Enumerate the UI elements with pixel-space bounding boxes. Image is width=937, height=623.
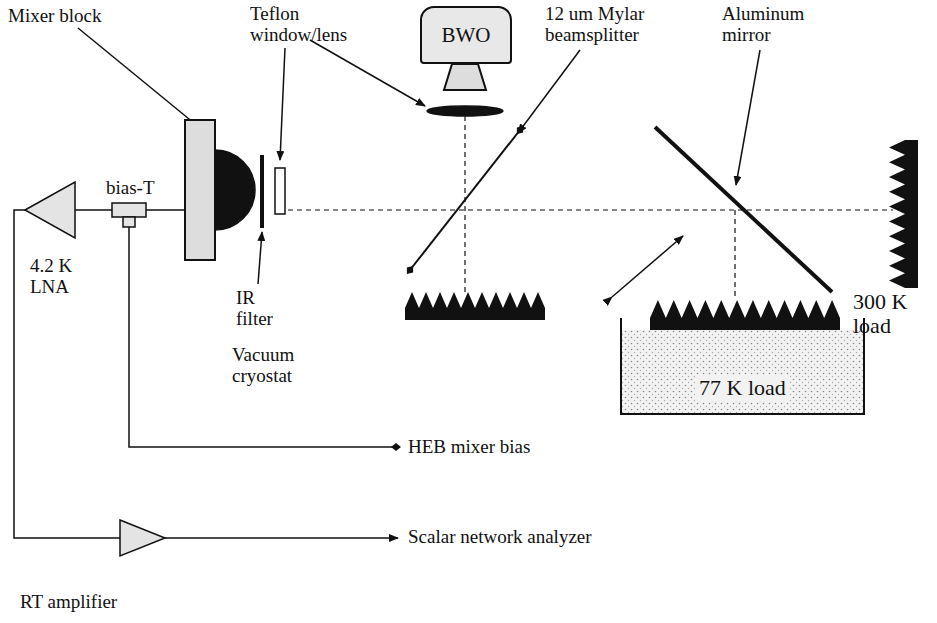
beam-path (734, 210, 735, 300)
bwo-horn (444, 64, 486, 90)
part-label: 4.2 K LNA (30, 256, 90, 298)
bias-tee-port (123, 217, 135, 227)
part-label: Scalar network analyzer (408, 527, 668, 548)
teflon-window (275, 168, 285, 214)
cold-load-bath: 77 K load (620, 318, 865, 415)
liquid-nitrogen (622, 330, 863, 413)
bwo-source: BWO (420, 6, 512, 64)
node-text: BWO (442, 23, 491, 48)
teflon-lens (427, 106, 503, 116)
motion-arrow (612, 236, 683, 297)
part-label: HEB mixer bias (408, 437, 608, 458)
part-label: RT amplifier (20, 592, 180, 613)
node-text: 77 K load (695, 375, 790, 401)
beam-path (464, 116, 465, 292)
absorber-load (889, 140, 918, 288)
leader-arrow (518, 50, 580, 133)
mixer-block (185, 120, 215, 260)
part-label: IR filter (236, 288, 296, 330)
leader-arrow (78, 28, 200, 128)
part-label: Aluminum mirror (722, 4, 832, 46)
beamsplitter (410, 130, 520, 270)
leader-arrow (310, 40, 425, 106)
beam-path (288, 209, 893, 210)
absorber-loads (405, 140, 918, 330)
absorber-load (405, 292, 545, 320)
part-label: 12 um Mylar beamsplitter (545, 4, 675, 46)
lna-amplifier (25, 182, 75, 238)
part-label: Mixer block (8, 6, 148, 27)
mixer-lens (215, 150, 255, 230)
leader-arrow (736, 50, 760, 185)
bias-tee (112, 203, 146, 217)
aluminum-mirror (655, 127, 832, 292)
part-label: bias-T (106, 178, 186, 199)
bias-wire (129, 227, 396, 447)
leader-arrow (280, 48, 285, 160)
output-wire (165, 537, 398, 539)
absorber-load (650, 300, 840, 330)
ir-filter (260, 155, 264, 228)
rt-amplifier (120, 520, 165, 556)
part-label: Vacuum cryostat (232, 345, 322, 387)
part-label: Teflon window/lens (250, 4, 360, 46)
leader-arrow (258, 232, 262, 284)
if-wire (14, 210, 120, 538)
